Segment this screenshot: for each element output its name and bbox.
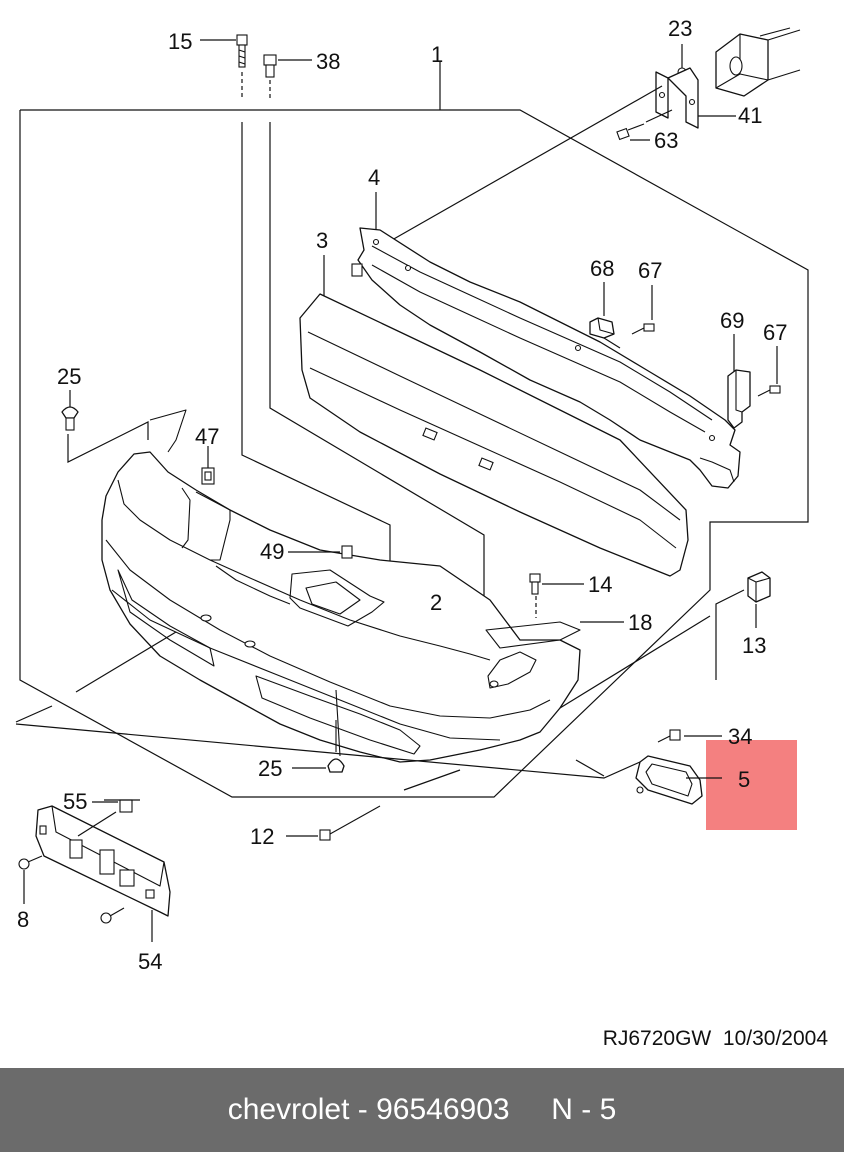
part-13-clip bbox=[559, 571, 771, 709]
callout-23: 23 bbox=[668, 16, 692, 41]
fog-lamp-cover-5 bbox=[635, 755, 722, 805]
callout-8: 8 bbox=[17, 907, 29, 932]
bolt-38 bbox=[263, 54, 485, 655]
callout-1: 1 bbox=[431, 42, 443, 67]
callout-13: 13 bbox=[742, 633, 766, 658]
callout-38: 38 bbox=[316, 49, 340, 74]
footer-bar: chevrolet - 96546903 N - 5 bbox=[0, 1068, 844, 1152]
callout-67-lower: 67 bbox=[763, 320, 787, 345]
bumper-beam-3 bbox=[299, 255, 689, 577]
bolt-67-lower bbox=[757, 346, 781, 397]
drawing-code: RJ6720GW 10/30/2004 bbox=[602, 1027, 828, 1050]
callout-41: 41 bbox=[738, 103, 762, 128]
bolt-67-upper bbox=[631, 285, 655, 335]
callout-47: 47 bbox=[195, 424, 219, 449]
clip-49 bbox=[288, 545, 353, 559]
clip-25-upper bbox=[61, 390, 149, 463]
footer-text: chevrolet - 96546903 N - 5 bbox=[227, 1093, 617, 1126]
callout-68: 68 bbox=[590, 256, 614, 281]
callout-55: 55 bbox=[63, 789, 87, 814]
screw-12 bbox=[286, 805, 381, 841]
callout-25-lower: 25 bbox=[258, 756, 282, 781]
front-bumper-cover-2 bbox=[101, 409, 581, 763]
callout-12: 12 bbox=[250, 824, 274, 849]
license-plate-bracket-54 bbox=[35, 805, 171, 942]
bracket-41-assembly bbox=[616, 27, 801, 141]
callout-54: 54 bbox=[138, 949, 162, 974]
screw-14 bbox=[529, 573, 584, 618]
callout-67-upper: 67 bbox=[638, 258, 662, 283]
callout-3: 3 bbox=[316, 228, 328, 253]
bracket-69 bbox=[727, 334, 751, 429]
callout-2: 2 bbox=[430, 590, 442, 615]
callout-18: 18 bbox=[628, 610, 652, 635]
callout-5: 5 bbox=[738, 767, 750, 792]
callout-49: 49 bbox=[260, 539, 284, 564]
callout-69: 69 bbox=[720, 308, 744, 333]
highlight-box-part-5 bbox=[706, 740, 797, 830]
callouts: 1 15 38 23 41 63 4 3 68 67 69 67 25 47 4… bbox=[17, 16, 787, 974]
clip-25-lower bbox=[292, 720, 345, 773]
screw-8 bbox=[18, 855, 125, 924]
callout-15: 15 bbox=[168, 29, 192, 54]
bolt-34 bbox=[657, 729, 722, 743]
clip-47 bbox=[201, 446, 215, 485]
callout-34: 34 bbox=[728, 724, 752, 749]
clip-55 bbox=[77, 799, 140, 837]
frame-leaders bbox=[15, 631, 641, 791]
assembly-frame bbox=[19, 62, 809, 798]
callout-4: 4 bbox=[368, 165, 380, 190]
callout-25-upper: 25 bbox=[57, 364, 81, 389]
bumper-reinforcement-4 bbox=[351, 85, 741, 489]
bracket-68 bbox=[589, 282, 621, 349]
callout-63: 63 bbox=[654, 128, 678, 153]
callout-14: 14 bbox=[588, 572, 612, 597]
parts-diagram: 1 15 38 23 41 63 4 3 68 67 69 67 25 47 4… bbox=[15, 16, 809, 974]
